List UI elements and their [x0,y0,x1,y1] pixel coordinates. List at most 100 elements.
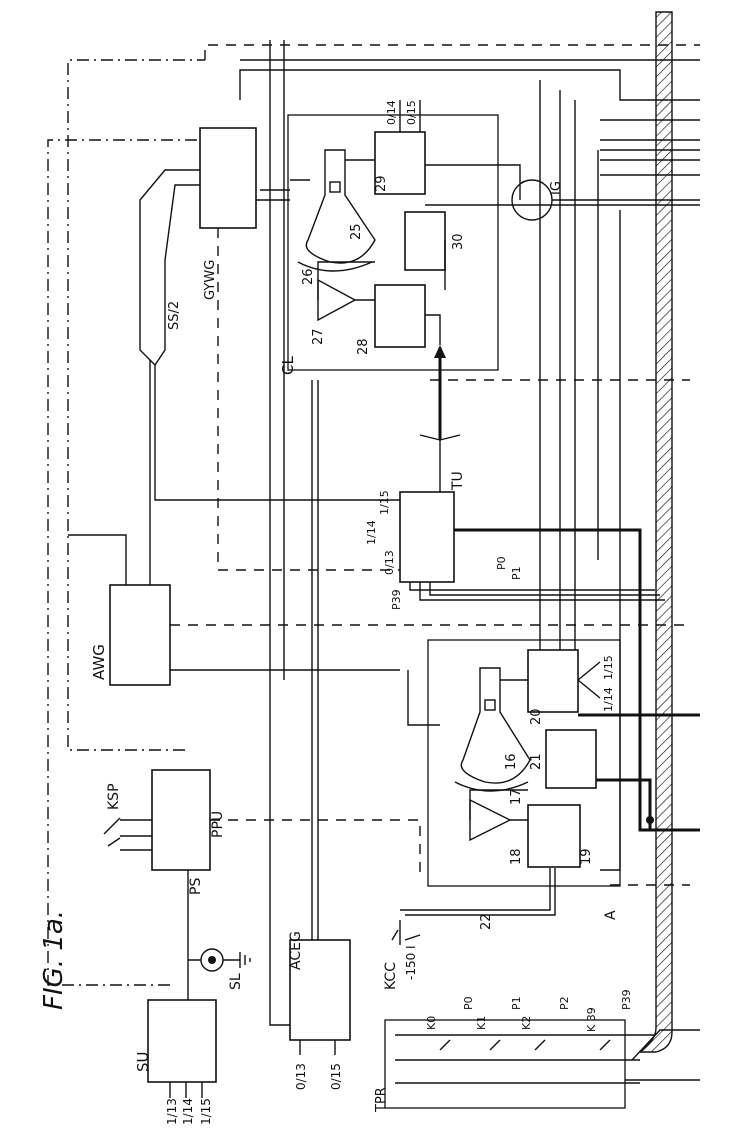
terminal-tu-013: 0/13 [383,550,396,575]
block-19 [527,804,581,868]
figure-title: FIG. 1a. [39,910,69,1010]
right-dashed-leads [430,379,690,886]
terminal-20-114: 1/14 [602,687,615,712]
vertical-bus-1 [269,40,290,1026]
terminal-cl-015: 0/15 [405,100,418,125]
gywg-right-branch [154,184,200,366]
signal-lamp-core [208,956,216,964]
label-AWG: AWG [90,644,108,680]
tpr-key-K2: K2 [520,1016,533,1030]
tu-p-lines [409,582,665,601]
awg-loop-connection [68,534,127,585]
gywg-dashed-control [217,228,400,571]
crt-16-envelope [460,667,531,784]
tpr-signal-P0: P0 [462,996,475,1010]
tpr-signal-P39: P39 [620,989,633,1010]
label-KCC: KCC [383,962,399,990]
terminal-tu-14: 1/14 [365,520,378,545]
label-IG: IG [549,181,564,195]
block-20-y-terminal [577,661,601,699]
label-18: 18 [509,848,524,865]
label-ACEG: ACEG [288,931,304,970]
tpr-key-K39: K 39 [585,1007,598,1032]
label-30: 30 [451,233,466,250]
label-28: 28 [356,338,371,355]
ksp-switch-contacts [103,817,121,847]
resistor-branch [407,670,440,726]
terminal-20-115: 1/15 [602,655,615,680]
left-signal-loop-outer [47,139,200,986]
tpr-signal-P2: P2 [558,996,571,1010]
screen-boundary-hatched-strip [637,11,673,1053]
kcc-switch [391,920,421,945]
cl-internal-wires [425,164,700,345]
block-AWG [109,584,171,686]
label-20: 20 [529,708,544,725]
block-21-bold-output [596,778,652,830]
label-27: 27 [311,328,326,345]
crt-16-gun [484,699,496,711]
terminal-su-13: 1/13 [165,1098,179,1125]
vertical-bus-group [539,80,576,650]
amplifier-27 [317,278,357,322]
generator-IG [511,179,553,221]
label-p39-tu: P39 [390,589,403,610]
aceg-terminal-leads [299,1040,336,1055]
block-ACEG [289,939,351,1041]
block-29 [374,131,426,195]
label-p1-tu: P1 [510,566,523,580]
label-layer: FIG. 1a. SU 1/13 1/14 1/15 SL PS KSP PPU… [39,100,633,1125]
block-20 [527,649,579,713]
label-26: 26 [301,268,316,285]
tpr-signal-P1: P1 [510,996,523,1010]
terminal-aceg-13: 0/13 [294,1063,308,1090]
enclosure-CL [287,114,499,371]
terminal-tu-15: 1/15 [378,490,391,515]
label-A: A [603,910,619,920]
label-17: 17 [509,788,524,805]
block-GYWG [199,127,257,229]
tpr-rails [395,1034,655,1084]
label-SU: SU [134,1051,152,1072]
gywg-left-branch [139,169,200,366]
ppu-dashed-output [210,819,421,880]
lamp-ground-symbol [188,952,251,968]
junction-dot [646,816,654,824]
tpr-key-K1: K1 [475,1016,488,1030]
cl-terminal-leads [399,100,421,132]
label-21: 21 [529,753,544,770]
amplifier-18 [469,798,512,842]
block-SU [147,999,217,1083]
x-deflection-bus [154,365,400,501]
label-PS: PS [188,878,204,895]
amplifier-27-wiring [317,261,375,301]
label-CL: CL [279,356,297,375]
label-19: 19 [579,848,594,865]
crt-16-screen-arc [454,781,529,792]
block-PPU [151,769,211,871]
tu-arrow-head [434,345,446,358]
terminal-su-15: 1/15 [199,1098,213,1125]
terminal-cl-014: 0/14 [385,100,398,125]
tpr-key-K0: K0 [425,1016,438,1030]
tpr-key-contacts [439,1039,611,1051]
line-22 [400,868,556,916]
label-29: 29 [374,175,389,192]
label-TU: TU [450,471,466,491]
label-22: 22 [479,913,494,930]
tu-bold-output [454,528,700,832]
label-GYWG: GYWG [203,260,218,300]
right-edge-wires [600,119,700,176]
vertical-bus-right [597,150,621,871]
block-28 [374,284,426,348]
crt-25-envelope [305,149,376,264]
left-signal-loop-inner [67,59,205,751]
terminal-su-14: 1/14 [181,1098,195,1125]
block-TU [399,491,455,583]
ksp-switch-leads [120,819,152,851]
panel-TPR [384,1019,626,1109]
label-TPR: TPR [374,1087,389,1113]
cl-input-wires [260,179,310,191]
